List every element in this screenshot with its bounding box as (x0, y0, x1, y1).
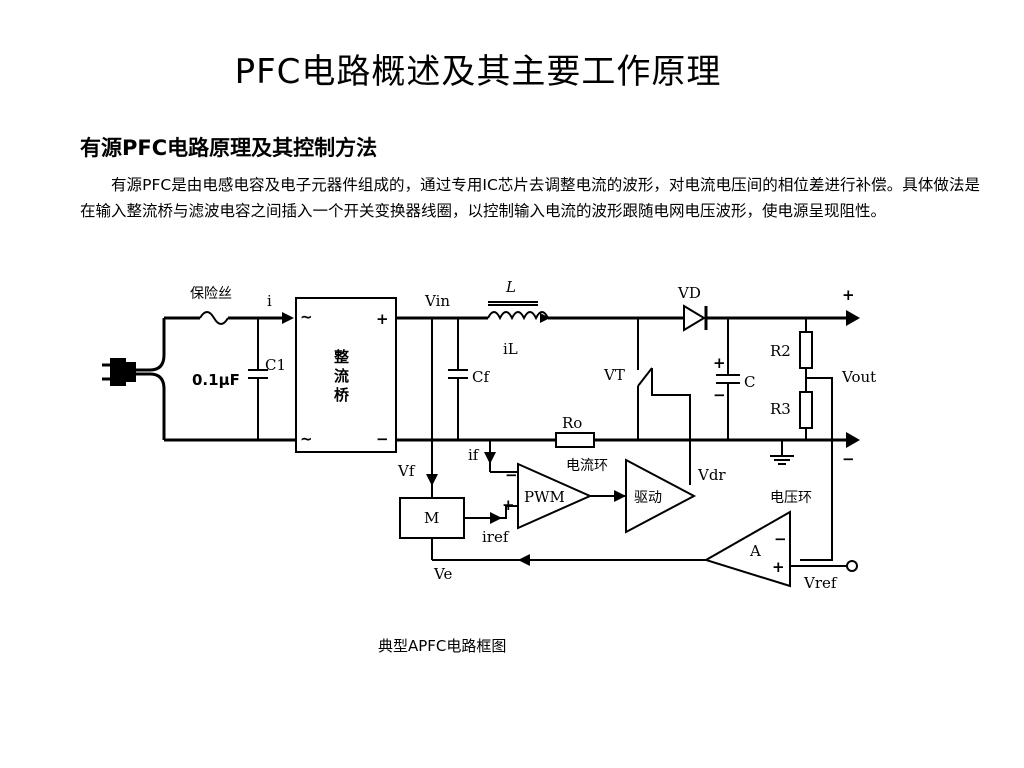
label-amp-minus: − (774, 530, 787, 548)
capacitor-c1 (248, 318, 268, 440)
label-pwm: PWM (524, 488, 565, 506)
vref-terminal (846, 560, 858, 572)
label-rect-plus: + (376, 310, 389, 328)
label-cap-minus: − (713, 386, 726, 404)
label-m: M (424, 509, 439, 527)
label-ro: Ro (562, 414, 582, 432)
label-rect-minus: − (376, 430, 389, 448)
label-if: if (468, 446, 480, 464)
ground-icon (770, 440, 794, 465)
label-out-plus: + (842, 286, 855, 304)
label-cf: Cf (472, 368, 490, 386)
label-cap-plus: + (713, 354, 726, 372)
label-current-loop: 电流环 (566, 458, 608, 474)
label-rectifier-3: 桥 (334, 386, 350, 404)
label-i: i (267, 292, 272, 310)
pwm-comparator (517, 462, 593, 530)
label-voltage-loop: 电压环 (770, 490, 812, 506)
label-r2: R2 (770, 342, 791, 360)
label-rectifier-1: 整 (334, 348, 349, 366)
label-out-minus: − (842, 450, 855, 468)
fuse-symbol (199, 311, 229, 325)
switch-vt (637, 318, 691, 485)
label-vd: VD (677, 284, 701, 302)
label-inductor: L (505, 278, 516, 296)
rectifier-bridge (295, 297, 397, 453)
label-iref: iref (482, 528, 510, 546)
label-amp: A (749, 542, 761, 560)
label-pwm-minus: − (505, 466, 518, 484)
section-subtitle: 有源PFC电路原理及其控制方法 (80, 136, 378, 160)
label-driver: 驱动 (634, 490, 662, 506)
label-ve: Ve (433, 565, 452, 583)
diagram-caption: 典型APFC电路框图 (378, 637, 507, 655)
label-fuse: 保险丝 (190, 286, 232, 302)
label-vref: Vref (803, 574, 838, 592)
label-vdr: Vdr (697, 466, 726, 484)
label-vf: Vf (397, 462, 416, 480)
label-vt: VT (603, 366, 625, 384)
label-amp-plus: + (772, 558, 785, 576)
label-il: iL (503, 340, 518, 358)
slide-title: PFC电路概述及其主要工作原理 (234, 52, 722, 92)
resistor-ro (555, 432, 595, 448)
label-ac-top: ~ (300, 308, 313, 326)
label-rectifier-2: 流 (334, 367, 349, 385)
driver-amplifier (625, 458, 697, 534)
label-ac-bottom: ~ (300, 430, 313, 448)
label-pwm-plus: + (502, 496, 515, 514)
capacitor-cf (448, 318, 468, 440)
plug-icon (102, 318, 166, 440)
label-c1: C1 (265, 356, 286, 374)
label-vin: Vin (424, 292, 450, 310)
voltage-divider (799, 318, 833, 561)
apfc-circuit-diagram: 保险丝 i 0.1μF C1 整 流 桥 + − ~ ~ Vin Cf L iL… (102, 278, 876, 592)
inductor-l (487, 301, 549, 321)
diode-vd (683, 304, 708, 332)
label-vout: Vout (841, 368, 876, 386)
label-cap-value: 0.1μF (192, 371, 240, 389)
label-r3: R3 (770, 400, 791, 418)
error-amplifier (703, 510, 791, 588)
capacitor-c (716, 318, 740, 440)
label-c: C (744, 373, 755, 391)
description-paragraph: 有源PFC是由电感电容及电子元器件组成的，通过专用IC芯片去调整电流的波形，对电… (80, 176, 980, 220)
